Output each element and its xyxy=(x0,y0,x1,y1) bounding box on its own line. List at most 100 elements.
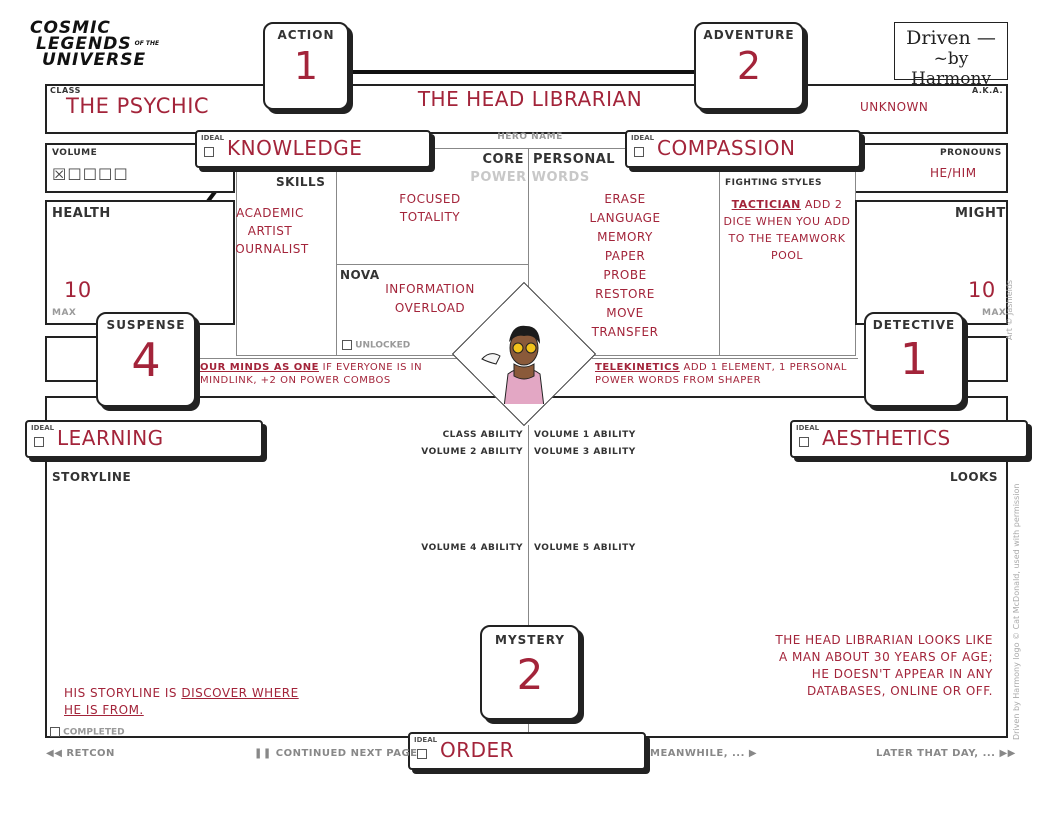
hero-portrait-art xyxy=(454,284,594,425)
health-value[interactable]: 10 xyxy=(64,278,92,302)
looks-value[interactable]: THE HEAD LIBRARIAN LOOKS LIKE A MAN ABOU… xyxy=(775,633,993,698)
core-label: CORE xyxy=(482,152,524,167)
suspense-genre-box[interactable]: SUSPENSE 4 xyxy=(96,312,196,407)
nova-unlocked[interactable]: UNLOCKED xyxy=(342,340,410,351)
storyline-completed[interactable]: COMPLETED xyxy=(50,727,125,738)
knowledge-checkbox[interactable] xyxy=(204,147,214,157)
knowledge-label: KNOWLEDGE xyxy=(227,136,363,160)
logo-credit: Driven by Harmony logo © Cat McDonald, u… xyxy=(1012,483,1021,740)
storyline-pre: HIS STORYLINE IS xyxy=(64,686,182,700)
volume-box-2[interactable]: ☐ xyxy=(67,165,83,184)
core-words[interactable]: FOCUSED TOTALITY xyxy=(370,190,490,226)
aka-value[interactable]: UNKNOWN xyxy=(860,100,929,114)
unlocked-checkbox[interactable] xyxy=(342,340,352,350)
dbh-line-1: Driven — xyxy=(906,27,996,49)
completed-checkbox[interactable] xyxy=(50,727,60,737)
order-checkbox[interactable] xyxy=(417,749,427,759)
continued-next-page[interactable]: ❚❚ CONTINUED NEXT PAGE xyxy=(254,748,418,759)
ideal-tag: IDEAL xyxy=(201,134,225,142)
volume-box-3[interactable]: ☐ xyxy=(82,165,99,184)
core-word: FOCUSED xyxy=(399,192,461,206)
fighting-styles-label: FIGHTING STYLES xyxy=(725,178,822,188)
driven-by-harmony-logo: Driven — ~by Harmony xyxy=(894,22,1008,89)
pronouns-value[interactable]: HE/HIM xyxy=(930,166,977,180)
compassion-checkbox[interactable] xyxy=(634,147,644,157)
mystery-genre-box[interactable]: MYSTERY 2 xyxy=(480,625,580,720)
right-ability[interactable]: TELEKINETICS ADD 1 ELEMENT, 1 PERSONAL P… xyxy=(595,361,865,387)
adventure-genre-box[interactable]: ADVENTURE 2 xyxy=(694,22,804,110)
looks-label: LOOKS xyxy=(950,470,999,484)
completed-label: COMPLETED xyxy=(63,727,125,738)
hero-name-value[interactable]: THE HEAD LIBRARIAN xyxy=(417,87,643,111)
adventure-label: ADVENTURE xyxy=(703,28,795,42)
ideal-knowledge[interactable]: IDEAL KNOWLEDGE xyxy=(195,130,431,168)
logo-line-1: COSMIC xyxy=(30,18,111,38)
health-box xyxy=(45,200,235,325)
retcon-link[interactable]: ◀◀ RETCON xyxy=(46,748,115,759)
class-hero-row xyxy=(45,84,1008,134)
unlocked-label: UNLOCKED xyxy=(355,340,411,351)
lower-panel-divider xyxy=(528,425,529,735)
personal-word: PROBE xyxy=(603,268,647,282)
aka-label: A.K.A. xyxy=(972,86,1003,95)
fighting-styles-value[interactable]: TACTICIAN ADD 2 DICE WHEN YOU ADD TO THE… xyxy=(722,196,852,264)
volume-box-1[interactable]: ☒ xyxy=(52,165,68,184)
personal-words[interactable]: ERASE LANGUAGE MEMORY PAPER PROBE RESTOR… xyxy=(565,190,685,342)
action-label: ACTION xyxy=(277,28,335,42)
ideal-order[interactable]: IDEAL ORDER xyxy=(408,732,646,770)
personal-word: MOVE xyxy=(606,306,644,320)
detective-genre-box[interactable]: DETECTIVE 1 xyxy=(864,312,964,407)
health-max-label: MAX xyxy=(52,308,77,318)
left-ability-name: OUR MINDS AS ONE xyxy=(200,362,319,373)
personal-word: MEMORY xyxy=(597,230,653,244)
volume-box-5[interactable]: ☐ xyxy=(113,165,129,184)
might-label: MIGHT xyxy=(955,206,1006,221)
right-ability-name: TELEKINETICS xyxy=(595,362,680,373)
aesthetics-label: AESTHETICS xyxy=(822,426,951,450)
v5-ability-label: VOLUME 5 ABILITY xyxy=(534,543,636,553)
meanwhile-link[interactable]: MEANWHILE, ... ▶ xyxy=(650,748,758,759)
personal-word: PAPER xyxy=(604,249,646,263)
class-ability-label: CLASS ABILITY xyxy=(442,430,523,440)
logo-of-the: OF THE xyxy=(134,40,160,47)
left-ability[interactable]: OUR MINDS AS ONE IF EVERYONE IS IN MINDL… xyxy=(200,361,470,387)
later-that-day-link[interactable]: LATER THAT DAY, ... ▶▶ xyxy=(876,748,1016,759)
logo-line-2: LEGENDS xyxy=(36,34,132,54)
v3-ability-label: VOLUME 3 ABILITY xyxy=(534,447,636,457)
personal-word: RESTORE xyxy=(595,287,655,301)
mystery-label: MYSTERY xyxy=(495,633,565,647)
volume-checkboxes[interactable]: ☒☐☐☐☐ xyxy=(52,165,129,184)
fighting-style-name: TACTICIAN xyxy=(731,198,801,211)
ideal-learning[interactable]: IDEAL LEARNING xyxy=(25,420,263,458)
grid-divider-1 xyxy=(336,170,337,356)
storyline-goal: DISCOVER WHERE HE IS FROM. xyxy=(64,686,299,717)
aesthetics-checkbox[interactable] xyxy=(799,437,809,447)
action-genre-box[interactable]: ACTION 1 xyxy=(263,22,349,110)
v4-ability-label: VOLUME 4 ABILITY xyxy=(421,543,523,553)
skill-item: ARTIST xyxy=(247,224,293,238)
nova-value[interactable]: INFORMATION OVERLOAD xyxy=(385,282,475,315)
right-ability-line xyxy=(592,358,858,359)
logo-line-3: UNIVERSE xyxy=(42,50,147,70)
left-ability-desc: IF EVERYONE IS IN MINDLINK, +2 ON POWER … xyxy=(200,362,423,386)
ideal-tag: IDEAL xyxy=(796,424,820,432)
hero-name-label: HERO NAME xyxy=(497,132,563,142)
suspense-label: SUSPENSE xyxy=(106,318,186,332)
ideal-compassion[interactable]: IDEAL COMPASSION xyxy=(625,130,861,168)
mystery-value: 2 xyxy=(516,650,544,699)
ideal-aesthetics[interactable]: IDEAL AESTHETICS xyxy=(790,420,1028,458)
left-ability-line xyxy=(198,358,464,359)
skills-list[interactable]: ACADEMIC ARTIST JOURNALIST xyxy=(220,204,320,258)
adventure-value: 2 xyxy=(736,44,762,88)
storyline-value[interactable]: HIS STORYLINE IS DISCOVER WHERE HE IS FR… xyxy=(64,685,304,719)
might-value[interactable]: 10 xyxy=(968,278,996,302)
core-word: TOTALITY xyxy=(399,210,461,224)
order-label: ORDER xyxy=(440,738,515,762)
class-label: CLASS xyxy=(50,86,81,95)
volume-box-4[interactable]: ☐ xyxy=(98,165,114,184)
learning-checkbox[interactable] xyxy=(34,437,44,447)
skill-item: ACADEMIC xyxy=(236,206,304,220)
class-value[interactable]: THE PSYCHIC xyxy=(66,94,210,118)
skill-item: JOURNALIST xyxy=(231,242,309,256)
action-value: 1 xyxy=(293,44,319,88)
